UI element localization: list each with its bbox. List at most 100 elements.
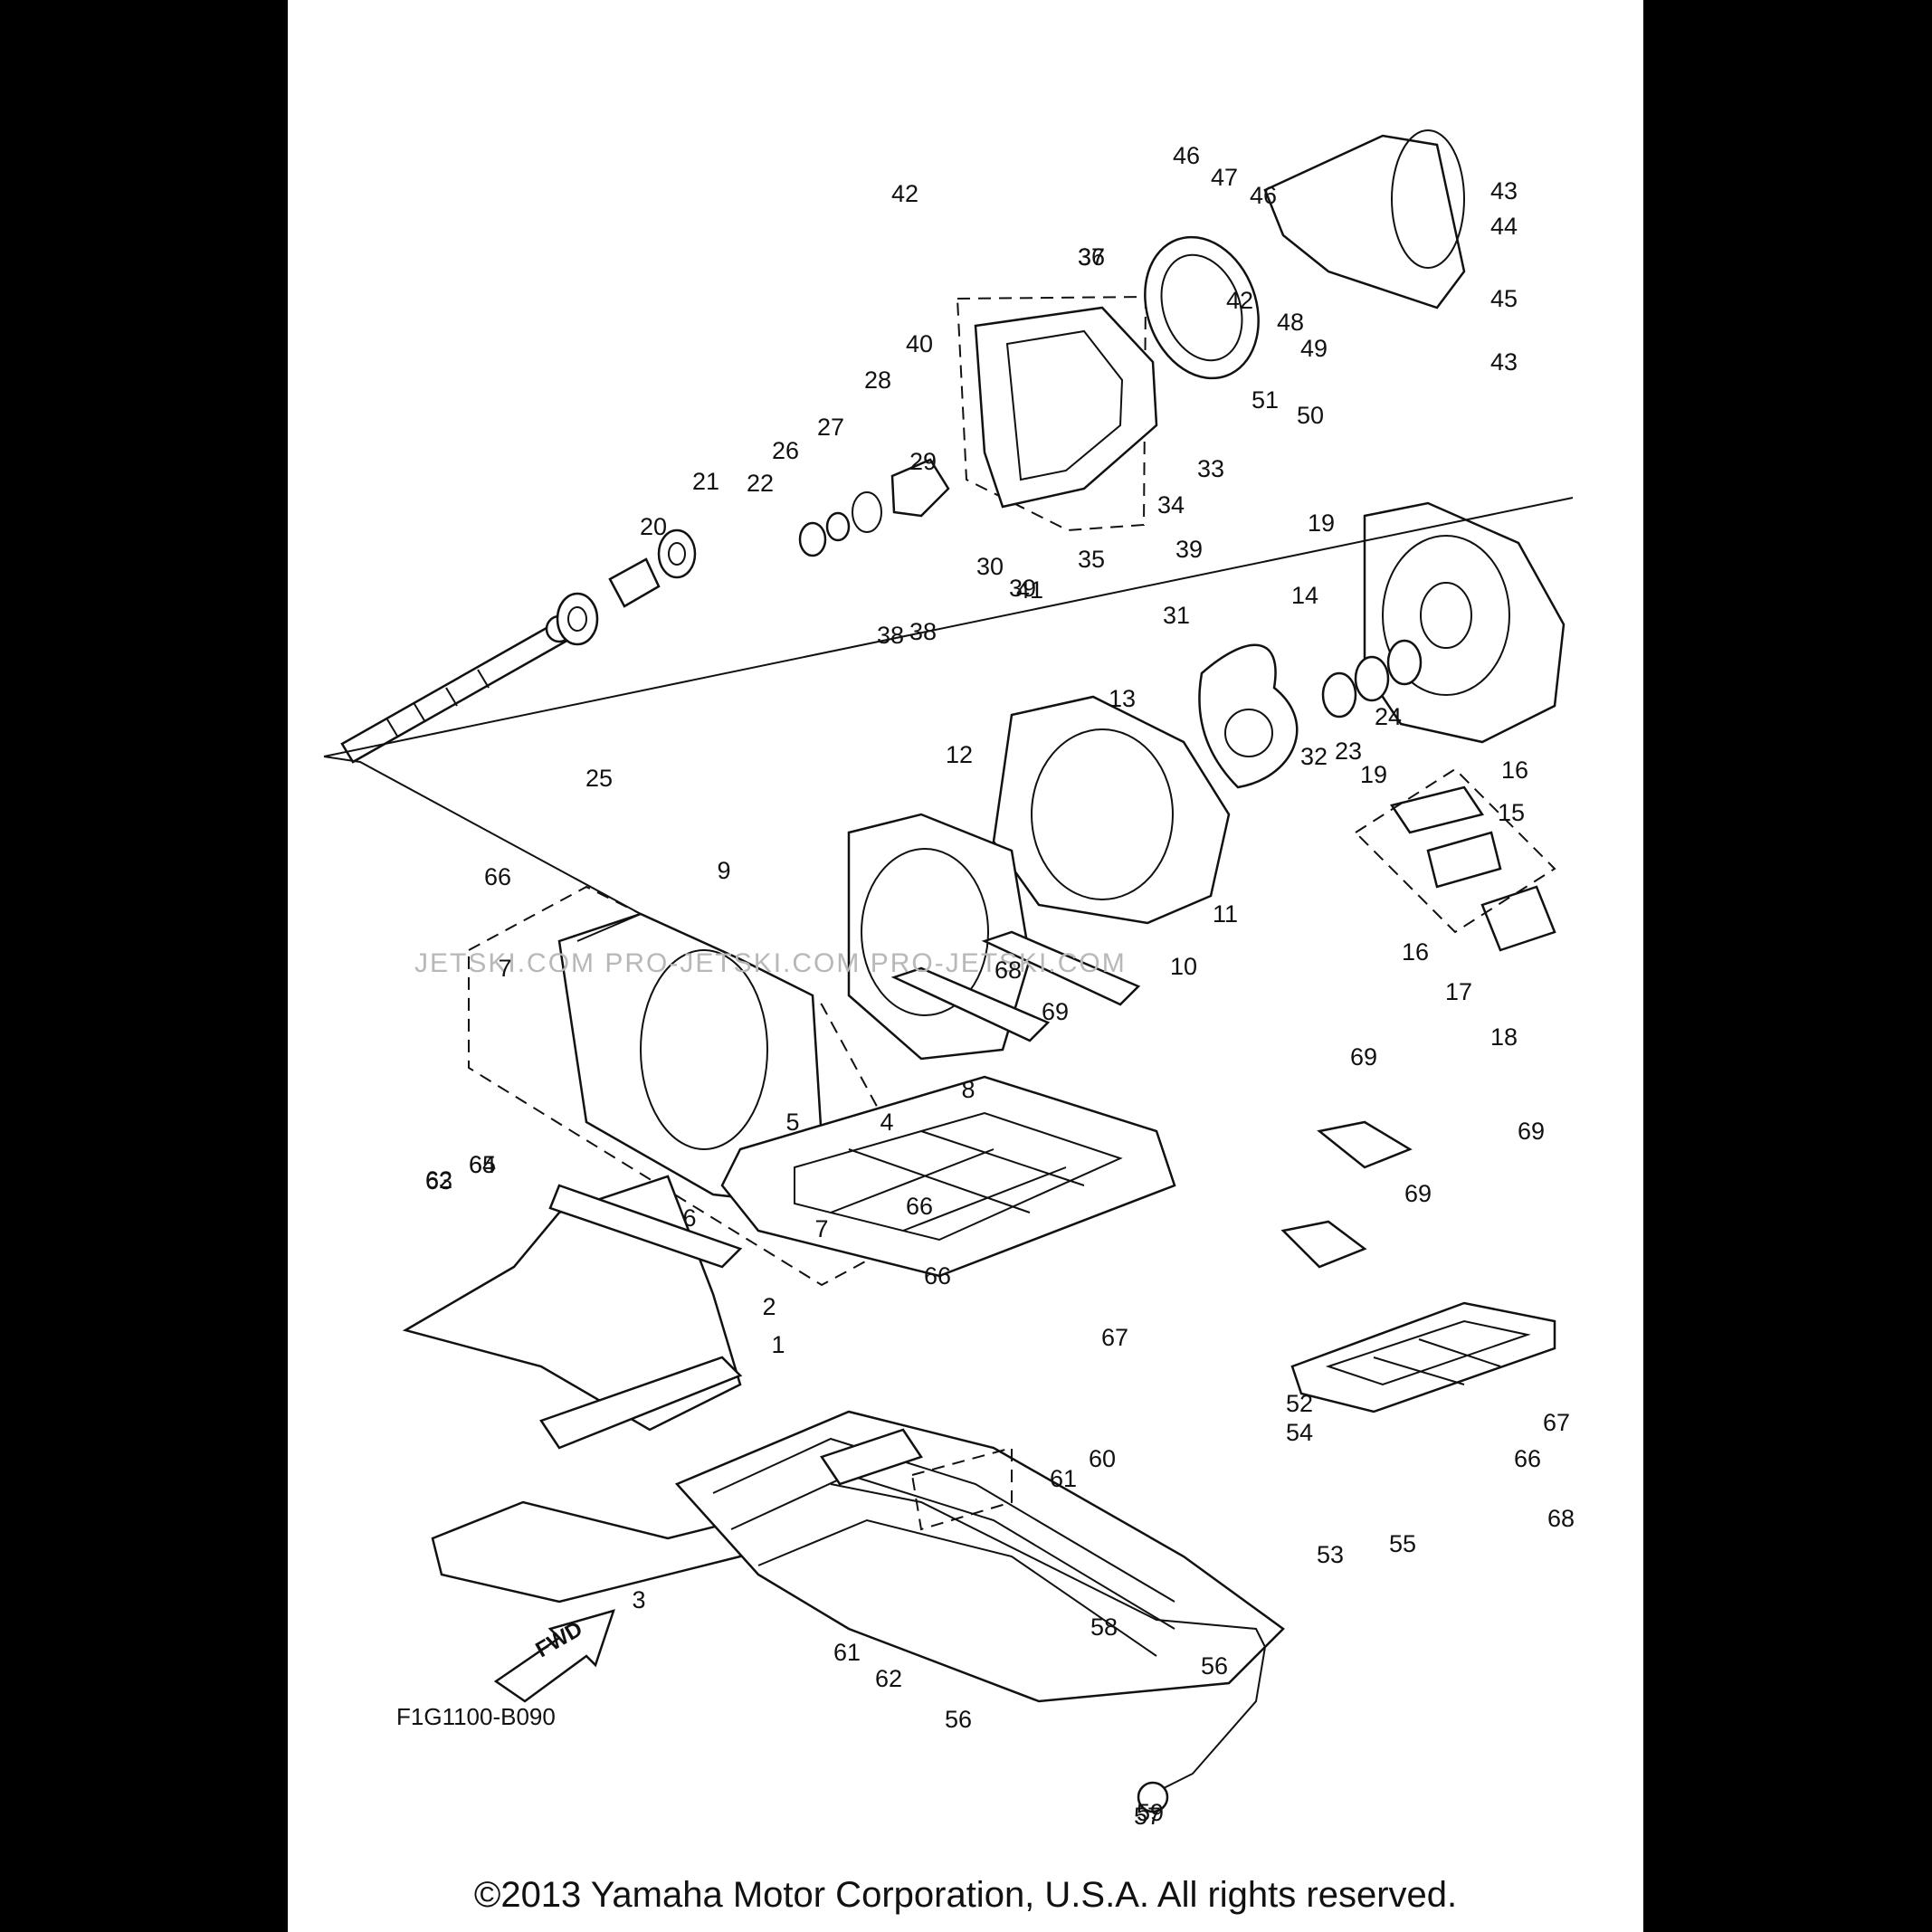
- ride-plate-55-drawing: [674, 1410, 1285, 1703]
- part-number-69: 69: [1350, 1043, 1377, 1071]
- part-number-38: 38: [877, 622, 904, 649]
- part-number-68: 68: [1547, 1505, 1575, 1532]
- diagram-sheet: FWD JETSKI.COM PRO-JETSKI.COM PRO-JETSKI…: [288, 0, 1643, 1932]
- diagram-code: F1G1100-B090: [396, 1703, 556, 1730]
- part-number-64: 64: [469, 1151, 496, 1178]
- sensor-cable-drawing: [830, 1483, 1267, 1793]
- sensor-plug-drawing: [1137, 1781, 1169, 1813]
- part-number-58: 58: [1090, 1613, 1118, 1641]
- part-number-60: 60: [1089, 1445, 1116, 1472]
- o-ring-29-drawing: [852, 491, 882, 533]
- part-number-1: 1: [771, 1331, 785, 1358]
- seal-32-drawing: [1321, 671, 1357, 719]
- sensor-52-bracket: [910, 1446, 1013, 1531]
- part-number-17: 17: [1445, 978, 1472, 1005]
- part-number-37: 37: [1078, 243, 1105, 271]
- part-number-28: 28: [864, 366, 891, 394]
- part-number-69: 69: [1404, 1180, 1432, 1207]
- part-number-67: 67: [1543, 1409, 1570, 1436]
- part-number-16: 16: [1501, 757, 1528, 784]
- part-number-54: 54: [1286, 1419, 1313, 1446]
- part-number-63: 63: [425, 1167, 452, 1194]
- exploded-parts-diagram: FWD JETSKI.COM PRO-JETSKI.COM PRO-JETSKI…: [323, 129, 1575, 1830]
- part-number-67: 67: [1101, 1324, 1128, 1351]
- part-number-7: 7: [814, 1215, 828, 1242]
- part-number-39: 39: [1175, 536, 1203, 563]
- part-number-49: 49: [1300, 335, 1328, 362]
- part-number-56: 56: [1201, 1652, 1228, 1680]
- part-number-35: 35: [1078, 546, 1105, 573]
- seal-27-drawing: [825, 511, 851, 542]
- plate-4-bracket: [468, 885, 941, 1287]
- part-number-24: 24: [1375, 703, 1402, 730]
- part-number-9: 9: [717, 857, 730, 884]
- part-number-48: 48: [1277, 309, 1304, 336]
- part-number-21: 21: [692, 468, 719, 495]
- cover-plate-65-drawing: [720, 1075, 1176, 1278]
- frame-line-diagonal: [323, 497, 1574, 757]
- part-number-16: 16: [1402, 938, 1429, 966]
- part-number-19: 19: [1308, 509, 1335, 537]
- part-number-57: 57: [1134, 1803, 1161, 1830]
- part-number-29: 29: [909, 448, 937, 475]
- part-number-6: 6: [682, 1204, 696, 1232]
- gasket-16-drawing: [1389, 785, 1485, 834]
- part-number-43: 43: [1490, 348, 1518, 376]
- part-number-56: 56: [945, 1706, 972, 1733]
- part-number-43: 43: [1490, 177, 1518, 205]
- part-number-26: 26: [772, 437, 799, 464]
- steering-nozzle-drawing: [1263, 129, 1466, 309]
- part-number-47: 47: [1211, 164, 1238, 191]
- part-number-69: 69: [1042, 998, 1069, 1025]
- part-number-66: 66: [906, 1193, 933, 1220]
- part-number-5: 5: [785, 1109, 799, 1136]
- part-number-4: 4: [880, 1109, 893, 1136]
- nozzle-housing-drawing: [974, 306, 1158, 509]
- copyright-notice: ©2013 Yamaha Motor Corporation, U.S.A. A…: [473, 1875, 1458, 1915]
- part-number-59: 59: [1137, 1799, 1164, 1826]
- part-number-40: 40: [906, 330, 933, 357]
- part-number-44: 44: [1490, 213, 1518, 240]
- part-number-19: 19: [1360, 761, 1387, 788]
- spacer-15-drawing: [1426, 831, 1502, 889]
- part-number-31: 31: [1163, 602, 1190, 629]
- part-number-62: 62: [875, 1665, 902, 1692]
- housing-33-bracket: [956, 295, 1147, 532]
- part-number-22: 22: [747, 470, 774, 497]
- cap-28-drawing: [890, 458, 950, 518]
- seal-24-drawing: [1386, 639, 1423, 686]
- part-number-25: 25: [585, 765, 613, 792]
- part-number-34: 34: [1157, 491, 1185, 519]
- bearing-22-drawing: [657, 528, 697, 579]
- bracket-15-16-bracket: [1354, 767, 1556, 934]
- link-67-upper-drawing: [890, 966, 1051, 1042]
- part-number-2: 2: [762, 1293, 776, 1320]
- part-number-61: 61: [1050, 1465, 1077, 1492]
- part-number-15: 15: [1498, 799, 1525, 826]
- part-number-69: 69: [1518, 1118, 1545, 1145]
- part-number-46: 46: [1250, 182, 1277, 209]
- link-67-lower-drawing: [1280, 1220, 1367, 1269]
- intake-grate-drawing: [402, 1175, 743, 1604]
- intake-duct-drawing: [992, 695, 1231, 925]
- sensor-bracket-50-drawing: [820, 1428, 923, 1486]
- sleeve-21-drawing: [608, 557, 661, 608]
- part-number-38: 38: [909, 618, 937, 645]
- seal-26-drawing: [798, 521, 827, 557]
- part-number-11: 11: [1213, 900, 1238, 928]
- part-number-66: 66: [484, 863, 511, 890]
- part-number-65: 65: [469, 1151, 496, 1178]
- part-number-30: 30: [976, 553, 1004, 580]
- part-number-68: 68: [995, 956, 1022, 984]
- part-number-39: 39: [1009, 575, 1036, 602]
- part-number-14: 14: [1291, 582, 1318, 609]
- part-number-41: 41: [1016, 576, 1043, 604]
- frame-line-left: [323, 756, 643, 942]
- part-number-61: 61: [833, 1639, 861, 1666]
- part-number-8: 8: [961, 1076, 975, 1103]
- link-68-lower-drawing: [1317, 1120, 1413, 1169]
- link-68-upper-drawing: [981, 930, 1141, 1006]
- part-number-33: 33: [1197, 455, 1224, 482]
- part-number-52: 52: [1286, 1390, 1313, 1417]
